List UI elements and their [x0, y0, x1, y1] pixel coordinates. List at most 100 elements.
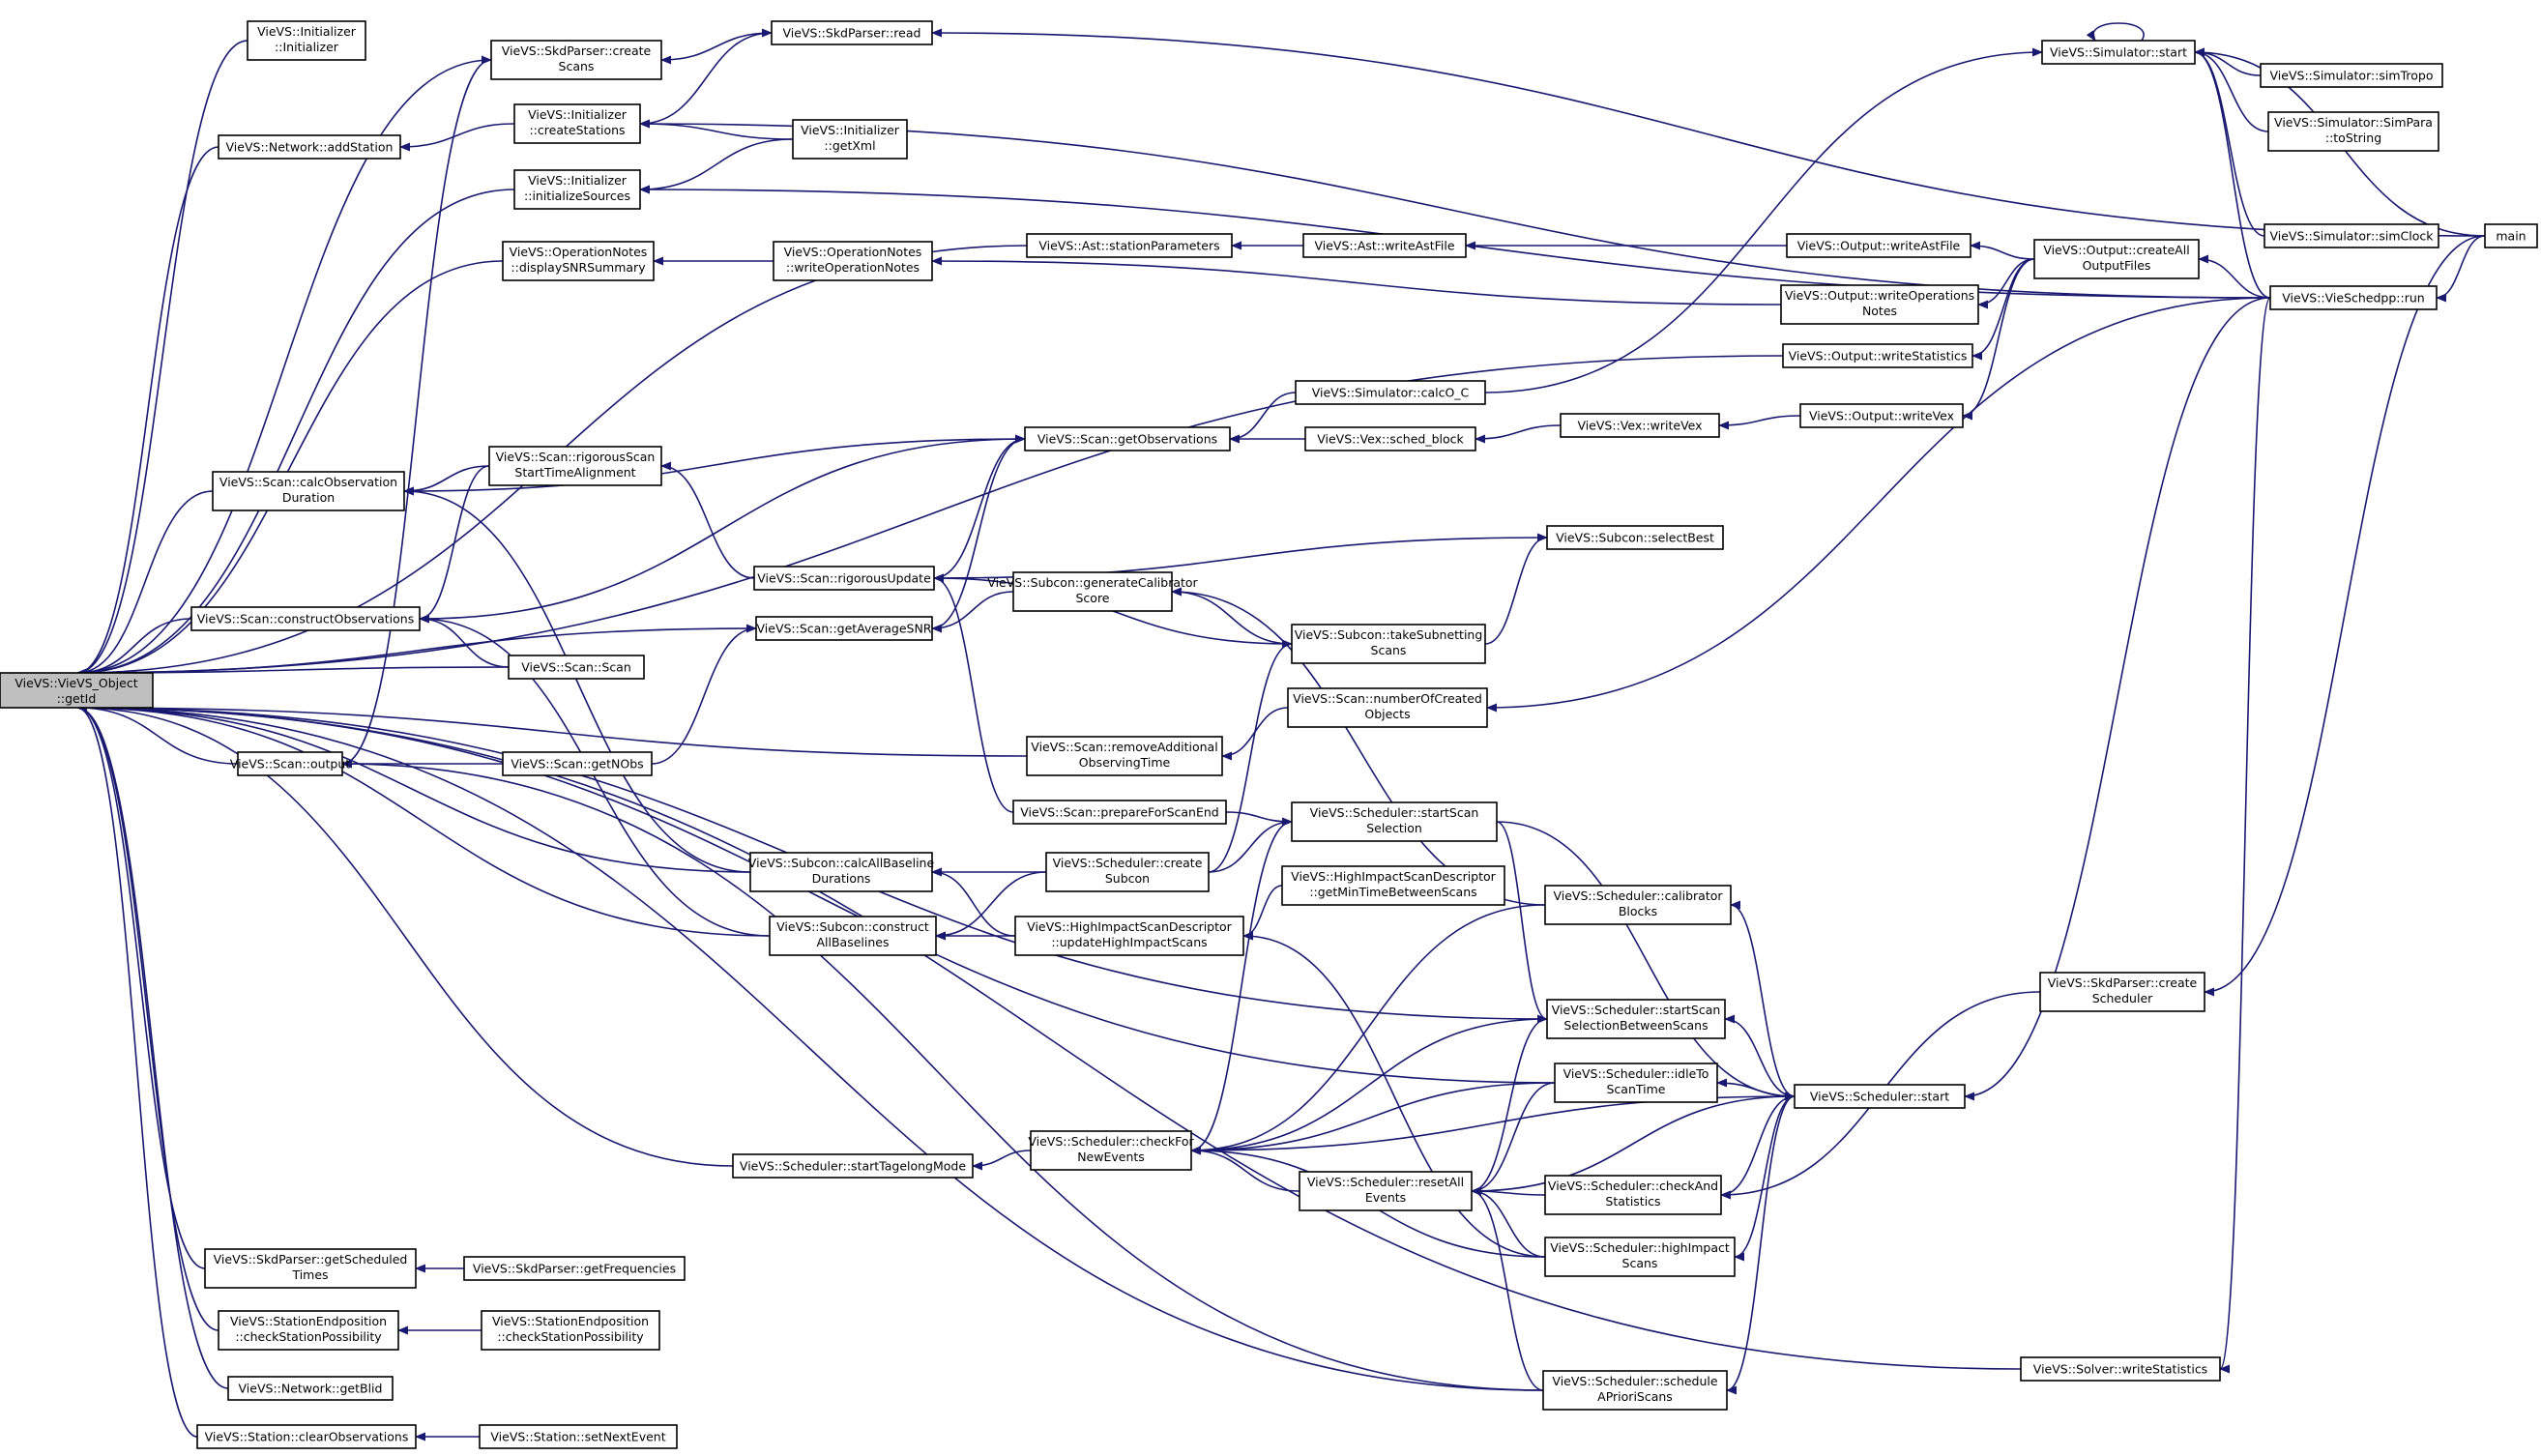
edge-net_getBlid-to-root	[76, 703, 229, 1389]
node-box	[196, 1424, 417, 1449]
node-ast_writeAst[interactable]: VieVS::Ast::writeAstFile	[1302, 233, 1467, 258]
edge-sch_checkFor-to-sch_tagalong	[972, 1150, 1032, 1171]
node-label: ::checkStationPossibility	[497, 1329, 644, 1344]
node-scan_scan[interactable]: VieVS::Scan::Scan	[508, 655, 645, 680]
edge-init_createStations-to-net_addStation	[399, 123, 515, 152]
node-scan_getObs[interactable]: VieVS::Scan::getObservations	[1024, 426, 1231, 451]
node-out_writeAst[interactable]: VieVS::Output::writeAstFile	[1786, 233, 1971, 258]
edge-sch_schedApriori-to-scan_output	[341, 759, 1544, 1391]
node-sim_start[interactable]: VieVS::Simulator::start	[2041, 40, 2196, 65]
node-scan_getNObs[interactable]: VieVS::Scan::getNObs	[502, 751, 653, 776]
edge-vsp_run-to-scan_numCreated	[1486, 297, 2271, 713]
node-sim_simPara[interactable]: VieVS::Simulator::SimPara::toString	[2267, 111, 2439, 152]
node-init[interactable]: VieVS::Initializer::Initializer	[247, 20, 366, 61]
node-out_writeStats[interactable]: VieVS::Output::writeStatistics	[1782, 343, 1973, 368]
node-label: VieVS::Scan::getAverageSNR	[757, 622, 932, 636]
node-sim_calcOC[interactable]: VieVS::Simulator::calcO_C	[1295, 380, 1486, 405]
node-scan_removeAdd[interactable]: VieVS::Scan::removeAdditionalObservingTi…	[1026, 736, 1223, 776]
edge-scan_getNObs-to-scan_getAvgSNR	[651, 624, 757, 765]
node-sta_clearObs[interactable]: VieVS::Station::clearObservations	[196, 1424, 417, 1449]
edge-sch_highImpact-to-hisd_update	[1242, 931, 1546, 1258]
node-box	[204, 1248, 417, 1289]
node-sta_setNext[interactable]: VieVS::Station::setNextEvent	[479, 1424, 678, 1449]
node-opn_display[interactable]: VieVS::OperationNotes::displaySNRSummary	[502, 241, 655, 281]
node-ast_stationParams[interactable]: VieVS::Ast::stationParameters	[1026, 233, 1233, 258]
node-scan_rigUpdate[interactable]: VieVS::Scan::rigorousUpdate	[753, 566, 935, 591]
node-scan_getAvgSNR[interactable]: VieVS::Scan::getAverageSNR	[755, 616, 933, 641]
edge-scan_getAvgSNR-to-scan_getObs	[931, 434, 1026, 629]
node-label: Score	[1075, 591, 1109, 605]
node-skd_getFreq[interactable]: VieVS::SkdParser::getFrequencies	[463, 1256, 686, 1281]
node-box	[753, 566, 935, 591]
node-vsp_run[interactable]: VieVS::VieSchedpp::run	[2269, 285, 2438, 310]
edge-out_createAll-to-out_writeOpNotes	[1977, 258, 2035, 309]
node-sch_start[interactable]: VieVS::Scheduler::start	[1794, 1084, 1966, 1109]
node-opn_write[interactable]: VieVS::OperationNotes::writeOperationNot…	[773, 241, 933, 281]
edge-main-to-vsp_run	[2436, 235, 2486, 303]
edge-skd_getSchedTimes-to-root	[76, 703, 206, 1269]
node-box	[1544, 885, 1732, 925]
node-label: ::createStations	[529, 123, 625, 137]
edge-out_createAll-to-out_writeStats	[1971, 258, 2035, 361]
edge-vsp_run-to-solver_writeStats	[2219, 297, 2271, 1374]
node-hisd_update[interactable]: VieVS::HighImpactScanDescriptor::updateH…	[1014, 916, 1244, 956]
node-sub_selectBest[interactable]: VieVS::Subcon::selectBest	[1546, 525, 1724, 550]
node-skd_read[interactable]: VieVS::SkdParser::read	[771, 20, 933, 45]
node-sim_simTropo[interactable]: VieVS::Simulator::simTropo	[2260, 63, 2443, 88]
node-init_createStations[interactable]: VieVS::Initializer::createStations	[513, 103, 641, 144]
node-scan_output[interactable]: VieVS::Scan::output	[230, 751, 350, 776]
node-label: VieVS::Scan::prepareForScanEnd	[1020, 805, 1218, 820]
node-box	[1295, 380, 1486, 405]
node-scan_rigAlign[interactable]: VieVS::Scan::rigorousScanStartTimeAlignm…	[488, 446, 662, 486]
node-box	[1782, 343, 1973, 368]
node-sch_tagalong[interactable]: VieVS::Scheduler::startTagelongMode	[732, 1153, 974, 1179]
node-hisd_getMin[interactable]: VieVS::HighImpactScanDescriptor::getMinT…	[1281, 865, 1505, 906]
node-main[interactable]: main	[2484, 223, 2538, 248]
edge-sch_startScanSel-to-sch_checkFor	[1190, 821, 1293, 1155]
node-sep_check2[interactable]: VieVS::StationEndposition::checkStationP…	[481, 1310, 660, 1351]
node-out_writeVex[interactable]: VieVS::Output::writeVex	[1799, 403, 1964, 428]
node-scan_constructObs[interactable]: VieVS::Scan::constructObservations	[190, 606, 421, 631]
node-box	[792, 119, 908, 160]
edge-skd_createScans-to-root	[76, 59, 492, 678]
node-net_getBlid[interactable]: VieVS::Network::getBlid	[227, 1376, 394, 1401]
node-sep_check1[interactable]: VieVS::StationEndposition::checkStationP…	[218, 1310, 399, 1351]
node-sch_startBetween[interactable]: VieVS::Scheduler::startScanSelectionBetw…	[1546, 999, 1726, 1039]
node-solver_writeStats[interactable]: VieVS::Solver::writeStatistics	[2020, 1356, 2221, 1382]
edge-scan_prepare-to-sch_startScanSel	[1225, 811, 1293, 827]
node-vex_sched[interactable]: VieVS::Vex::sched_block	[1304, 426, 1476, 451]
node-init_getXml[interactable]: VieVS::Initializer::getXml	[792, 119, 908, 160]
node-sim_simClock[interactable]: VieVS::Simulator::simClock	[2264, 223, 2439, 248]
node-box	[2041, 40, 2196, 65]
node-vex_write[interactable]: VieVS::Vex::writeVex	[1560, 413, 1720, 438]
node-scan_prepare[interactable]: VieVS::Scan::prepareForScanEnd	[1012, 800, 1227, 825]
node-net_addStation[interactable]: VieVS::Network::addStation	[218, 134, 401, 160]
node-label: VieVS::OperationNotes	[784, 245, 922, 259]
node-label: VieVS::Subcon::selectBest	[1556, 531, 1714, 545]
node-box	[771, 20, 933, 45]
node-init_initSources[interactable]: VieVS::Initializer::initializeSources	[513, 169, 641, 210]
node-root[interactable]: VieVS::VieVS_Object::getId	[0, 672, 154, 709]
edge-sch_calibBlocks-to-sch_checkFor	[1190, 904, 1546, 1155]
